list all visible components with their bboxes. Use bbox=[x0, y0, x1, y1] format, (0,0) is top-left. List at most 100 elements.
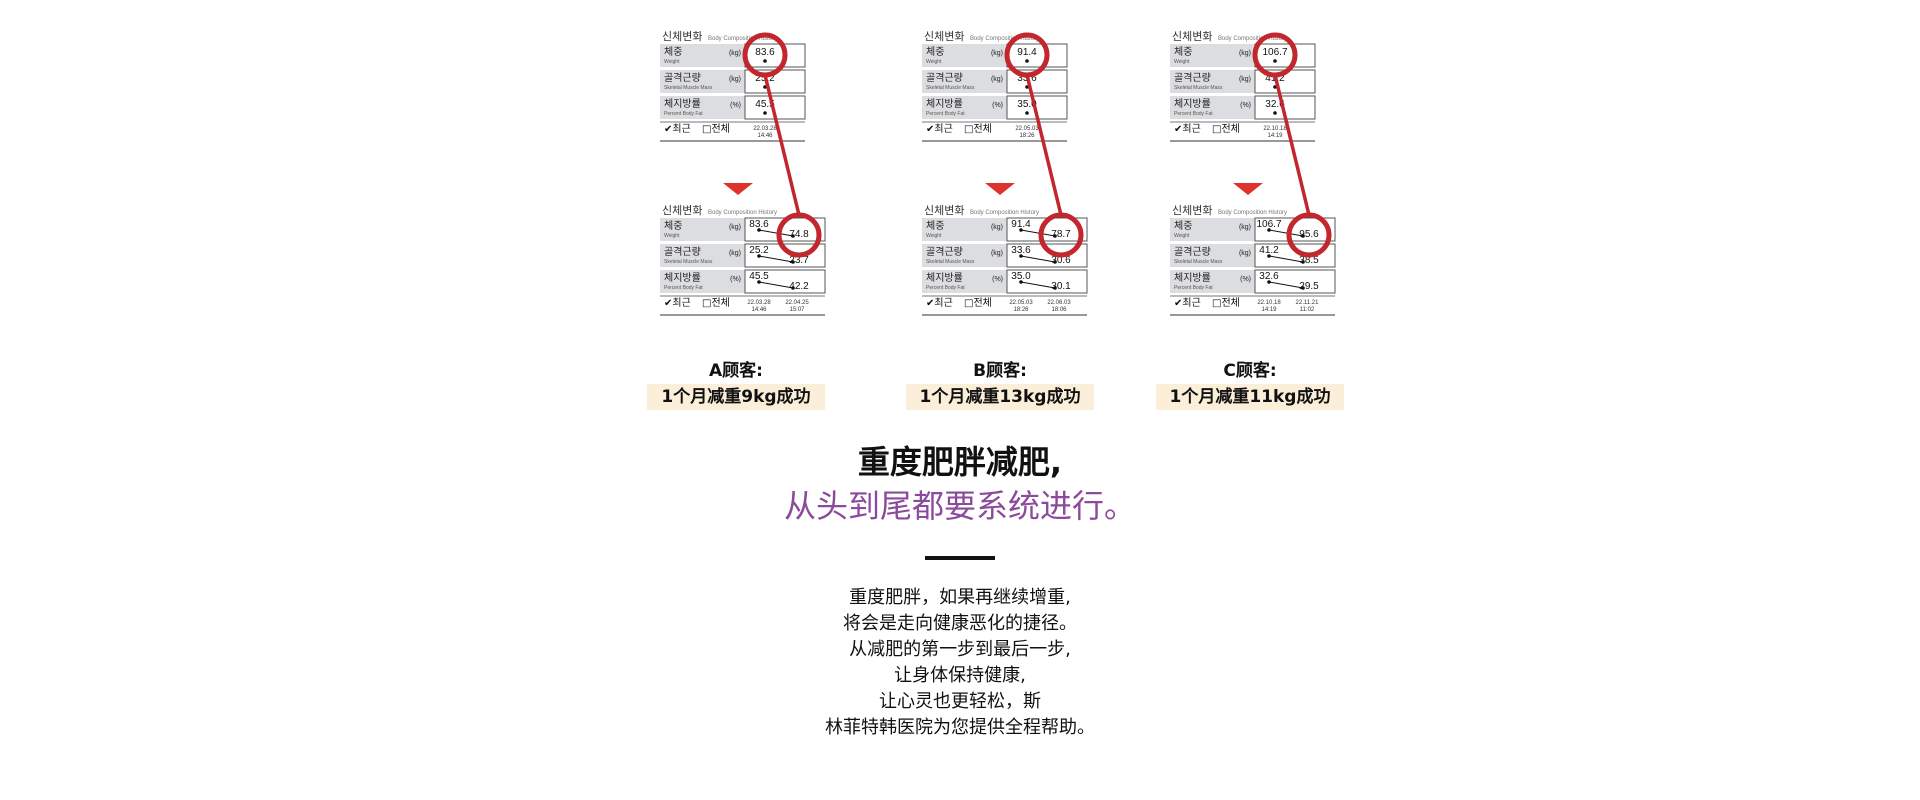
case-a-name: A顾客: bbox=[709, 361, 763, 381]
case-c-after-prev-value: 41.2 bbox=[1259, 245, 1279, 256]
case-a-before-row-en: Weight bbox=[664, 59, 680, 65]
case-a-before-row-label-bg bbox=[660, 96, 745, 119]
case-c-after-date: 22.10.18 bbox=[1257, 300, 1281, 306]
case-b-after-prev-value: 91.4 bbox=[1011, 219, 1031, 230]
case-a-after-curr-value: 23.7 bbox=[789, 255, 809, 266]
case-b-after-curr-value: 30.1 bbox=[1051, 281, 1071, 292]
case-c-after-time: 11:02 bbox=[1300, 307, 1315, 313]
case-c-after-prev-point bbox=[1267, 228, 1271, 232]
case-b-after-row-value-bg bbox=[1006, 243, 1088, 268]
case-c-after-row-ko: 체중 bbox=[1174, 220, 1192, 232]
case-c-before-panel-shadow bbox=[1170, 140, 1315, 142]
case-a-after-row-value-bg bbox=[744, 269, 826, 294]
headline-line1: 重度肥胖减肥, bbox=[857, 443, 1063, 481]
case-b-name: B顾客: bbox=[973, 361, 1027, 381]
case-a-before-time: 14:46 bbox=[757, 133, 773, 139]
case-a-after-trend-line bbox=[758, 229, 794, 237]
case-a-before-subtitle: Body Composition History bbox=[708, 36, 777, 42]
case-a-before-row-ko: 골격근량 bbox=[664, 71, 701, 84]
case-b-after-recent: ✔최근 bbox=[926, 297, 953, 309]
body-text: 重度肥胖，如果再继续增重, 将会是走向健康恶化的捷径。 从减肥的第一步到最后一步… bbox=[760, 585, 1160, 741]
case-c-before-value: 32.6 bbox=[1265, 99, 1285, 110]
case-a-after-curr-point bbox=[791, 260, 795, 264]
case-c-caption: C顾客: 1个月减重11kg成功 bbox=[1150, 360, 1350, 410]
case-b-before-value: 91.4 bbox=[1017, 47, 1037, 58]
case-b-after-date: 22.05.03 bbox=[1009, 300, 1033, 306]
case-c-before-row-unit: (kg) bbox=[1239, 50, 1251, 57]
case-b-after-date: 22.06.03 bbox=[1047, 300, 1071, 306]
case-b-after-highlight-ring bbox=[1038, 212, 1084, 258]
case-a-after-row-ko: 체중 bbox=[664, 220, 682, 232]
case-c-after-row-ko: 골격근량 bbox=[1174, 245, 1211, 258]
case-a-after-prev-point bbox=[757, 254, 761, 258]
case-a-after-date: 22.03.28 bbox=[747, 300, 771, 306]
case-a-before-row-ko: 체지방률 bbox=[664, 98, 701, 110]
case-c-after-highlight-ring bbox=[1286, 212, 1332, 258]
case-b-before-row-en: Percent Body Fat bbox=[926, 111, 965, 117]
case-a-after-row-en: Skeletal Muscle Mass bbox=[664, 259, 713, 265]
case-a-before-point bbox=[763, 59, 767, 63]
case-a-after-curr-value: 42.2 bbox=[789, 281, 809, 292]
case-b-after-prev-value: 33.6 bbox=[1011, 245, 1031, 256]
case-c-after-row-label-bg bbox=[1170, 218, 1255, 241]
headline: 重度肥胖减肥, 从头到尾都要系统进行。 bbox=[760, 440, 1160, 528]
case-a-after-row-ko: 체지방률 bbox=[664, 272, 701, 284]
case-a-before-value: 45.5 bbox=[755, 99, 775, 110]
case-a-after-row-en: Percent Body Fat bbox=[664, 285, 703, 291]
case-b-after-curr-point bbox=[1053, 260, 1057, 264]
case-a-after-row-unit: (kg) bbox=[729, 250, 741, 257]
case-a-before-title: 신체변화 bbox=[662, 30, 702, 43]
case-b-after-title: 신체변화 bbox=[924, 204, 964, 217]
case-c-before-title: 신체변화 bbox=[1172, 30, 1212, 43]
case-a-before-all: □전체 bbox=[702, 123, 730, 135]
case-b-caption: B顾客: 1个月减重13kg成功 bbox=[900, 360, 1100, 410]
case-c-after-trend-line bbox=[1268, 255, 1304, 263]
case-b-after-curr-value: 78.7 bbox=[1051, 229, 1071, 240]
case-b-after-row-label-bg bbox=[922, 270, 1007, 293]
case-a-after-row-label-bg bbox=[660, 218, 745, 241]
case-a-after-row-label-bg bbox=[660, 270, 745, 293]
case-b-before-title: 신체변화 bbox=[924, 30, 964, 43]
case-c-after-subtitle: Body Composition History bbox=[1218, 210, 1287, 216]
case-a-before-recent: ✔최근 bbox=[664, 123, 691, 135]
case-a-after-row-label-bg bbox=[660, 244, 745, 267]
case-a-after-prev-value: 45.5 bbox=[749, 271, 769, 282]
case-b-after-time: 18:26 bbox=[1013, 307, 1029, 313]
case-c-after-recent: ✔최근 bbox=[1174, 297, 1201, 309]
case-b-result: 1个月减重13kg成功 bbox=[905, 384, 1095, 410]
case-a-before-row-unit: (kg) bbox=[729, 50, 741, 57]
case-a-after-prev-point bbox=[757, 280, 761, 284]
case-c-before-subtitle: Body Composition History bbox=[1218, 36, 1287, 42]
case-a-after-row-unit: (%) bbox=[730, 276, 741, 283]
case-a-before-row-ko: 체중 bbox=[664, 46, 682, 58]
case-c-before-time: 14:19 bbox=[1267, 133, 1283, 139]
case-c-after-row-value-bg bbox=[1254, 269, 1336, 294]
case-c-after-row-label-bg bbox=[1170, 270, 1255, 293]
body-line-4: 让身体保持健康, bbox=[894, 665, 1026, 686]
case-c-after-row-en: Weight bbox=[1174, 233, 1190, 239]
case-c-before-value: 106.7 bbox=[1262, 47, 1287, 58]
case-b-connector-line bbox=[1025, 74, 1063, 216]
case-a-after-prev-value: 83.6 bbox=[749, 219, 769, 230]
case-b-after-prev-point bbox=[1019, 254, 1023, 258]
case-c-after-row-unit: (%) bbox=[1240, 276, 1251, 283]
case-a-after-row-en: Weight bbox=[664, 233, 680, 239]
case-b-before-row-unit: (%) bbox=[992, 102, 1003, 109]
case-c-name: C顾客: bbox=[1223, 361, 1277, 381]
case-a-before-row-en: Skeletal Muscle Mass bbox=[664, 85, 713, 91]
case-a-before-point bbox=[763, 111, 767, 115]
case-c-before-row-unit: (kg) bbox=[1239, 76, 1251, 83]
case-a-before-highlight-ring bbox=[742, 32, 788, 78]
case-a-before-row-unit: (%) bbox=[730, 102, 741, 109]
case-c-before-point bbox=[1273, 59, 1277, 63]
case-b-before-date: 22.05.03 bbox=[1015, 126, 1039, 132]
case-a-after-row-value-bg bbox=[744, 243, 826, 268]
case-b-before-row-en: Skeletal Muscle Mass bbox=[926, 85, 975, 91]
body-line-3: 从减肥的第一步到最后一步, bbox=[849, 639, 1071, 660]
case-c-before-row-label-bg bbox=[1170, 96, 1255, 119]
case-b-before-row-label-bg bbox=[922, 96, 1007, 119]
